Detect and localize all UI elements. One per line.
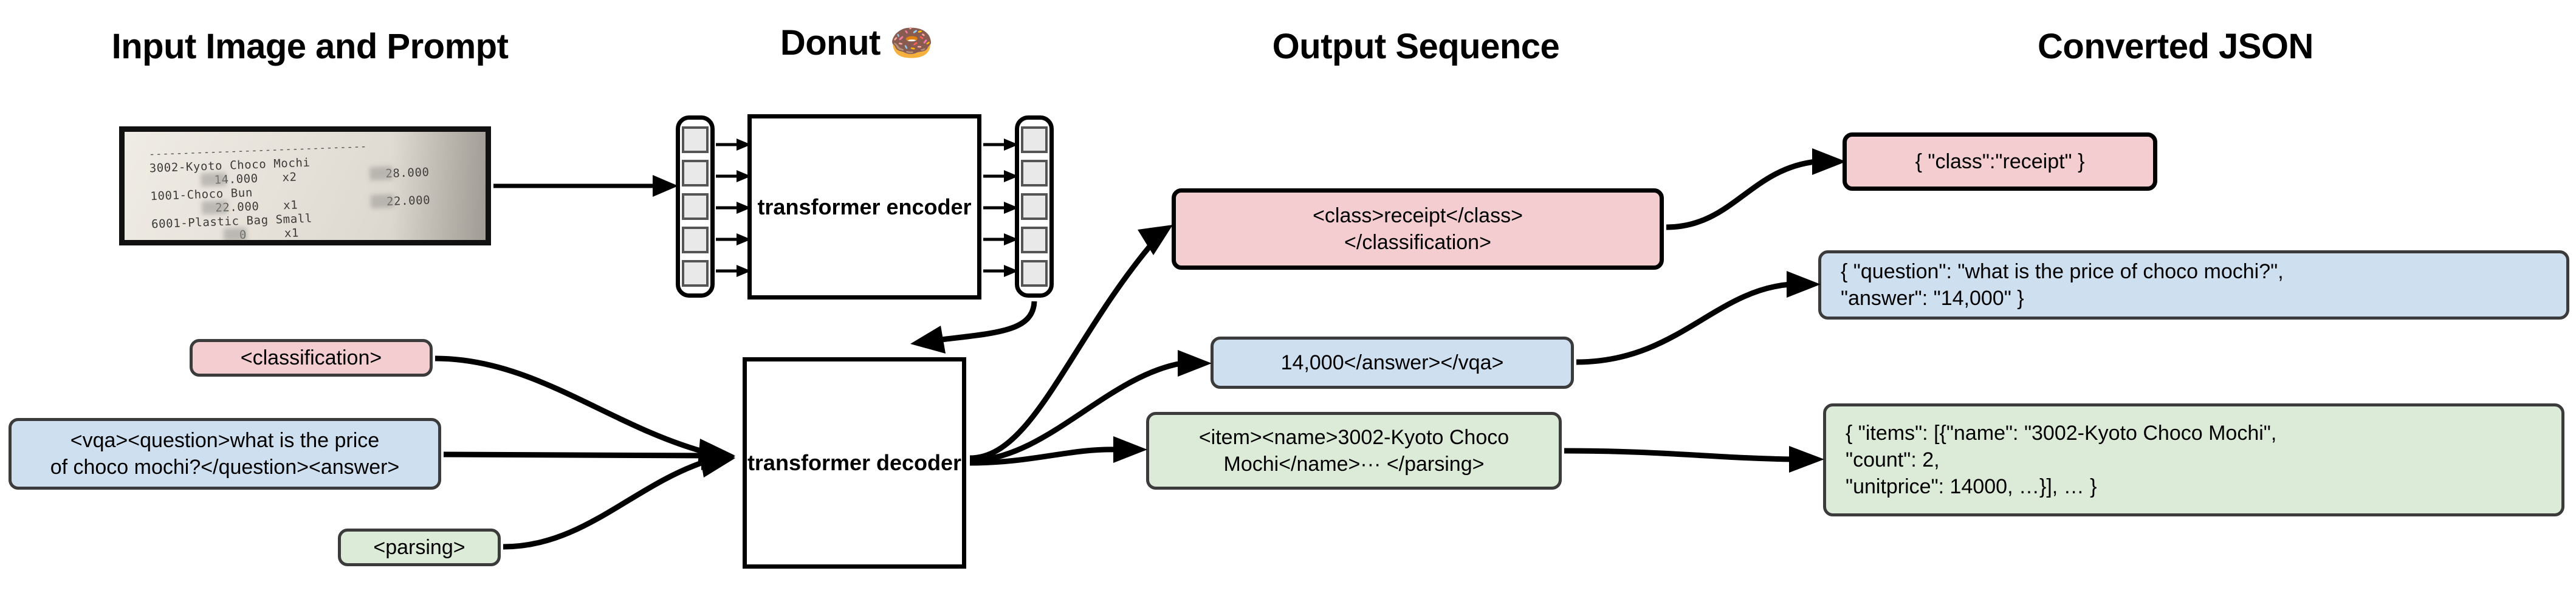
output-sequence-parsing: <item><name>3002-Kyoto Choco Mochi</name… — [1146, 412, 1562, 490]
encoder-output-token-strip — [1015, 115, 1054, 298]
receipt-item-count-3: x1 — [284, 226, 300, 241]
heading-converted-json: Converted JSON — [2038, 27, 2313, 66]
receipt-item-count-2: x1 — [283, 198, 298, 213]
arrow-encoder-output-to-decoder — [910, 301, 1037, 354]
transformer-decoder-block: transformer decoder — [743, 357, 966, 569]
arrow-vqa-prompt-to-decoder — [443, 443, 735, 470]
output-sequence-classification: <class>receipt</class> </classification> — [1172, 188, 1664, 270]
heading-donut: Donut 🍩 — [780, 23, 934, 63]
encoder-input-token-strip — [676, 115, 715, 298]
receipt-redaction-2 — [201, 200, 228, 215]
output-sequence-vqa: 14,000</answer></vqa> — [1211, 337, 1574, 389]
converted-json-parsing: { "items": [{"name": "3002-Kyoto Choco M… — [1823, 403, 2564, 516]
heading-output-sequence: Output Sequence — [1272, 27, 1560, 66]
converted-json-vqa: { "question": "what is the price of choc… — [1818, 250, 2569, 320]
encoder-input-token-3 — [682, 193, 709, 220]
encoder-output-token-4 — [1021, 226, 1048, 253]
arrow-output-to-json-parsing — [1564, 446, 1824, 473]
receipt-item-count-1: x2 — [282, 170, 297, 185]
prompt-box-vqa: <vqa><question>what is the price of choc… — [9, 418, 441, 490]
encoder-output-token-2 — [1021, 160, 1048, 187]
encoder-input-token-4 — [682, 226, 709, 253]
encoder-input-token-1 — [682, 126, 709, 154]
heading-input-image-and-prompt: Input Image and Prompt — [111, 27, 509, 66]
encoder-input-token-2 — [682, 160, 709, 187]
arrow-output-to-json-vqa — [1576, 271, 1821, 365]
arrow-parsing-prompt-to-decoder — [503, 450, 735, 550]
receipt-redaction-5 — [370, 194, 394, 209]
receipt-redaction-3 — [223, 227, 247, 240]
arrow-decoder-to-output-parsing — [969, 436, 1147, 466]
receipt-redaction-4 — [369, 166, 393, 181]
arrow-encoder-to-tokens — [983, 139, 1018, 277]
receipt-redaction-1 — [201, 172, 227, 187]
arrow-output-to-json-classification — [1666, 148, 1846, 230]
encoder-output-token-3 — [1021, 193, 1048, 220]
arrow-tokens-into-encoder — [716, 139, 751, 277]
encoder-output-token-5 — [1021, 259, 1048, 287]
arrow-receipt-to-encoder — [493, 175, 678, 197]
encoder-output-token-1 — [1021, 126, 1048, 154]
receipt-paper — [125, 132, 486, 240]
arrow-decoder-to-output-classification — [969, 225, 1173, 461]
receipt-shading — [391, 132, 486, 240]
transformer-encoder-block: transformer encoder — [747, 114, 981, 300]
receipt-image: -------------------------------- 3002-Ky… — [119, 126, 491, 245]
encoder-input-token-5 — [682, 259, 709, 287]
prompt-box-parsing: <parsing> — [338, 529, 501, 566]
arrow-classification-prompt-to-decoder — [434, 355, 735, 467]
converted-json-classification: { "class":"receipt" } — [1843, 132, 2157, 191]
receipt-bottom-rule: -------------------------------- — [152, 236, 371, 240]
prompt-box-classification: <classification> — [190, 339, 433, 377]
